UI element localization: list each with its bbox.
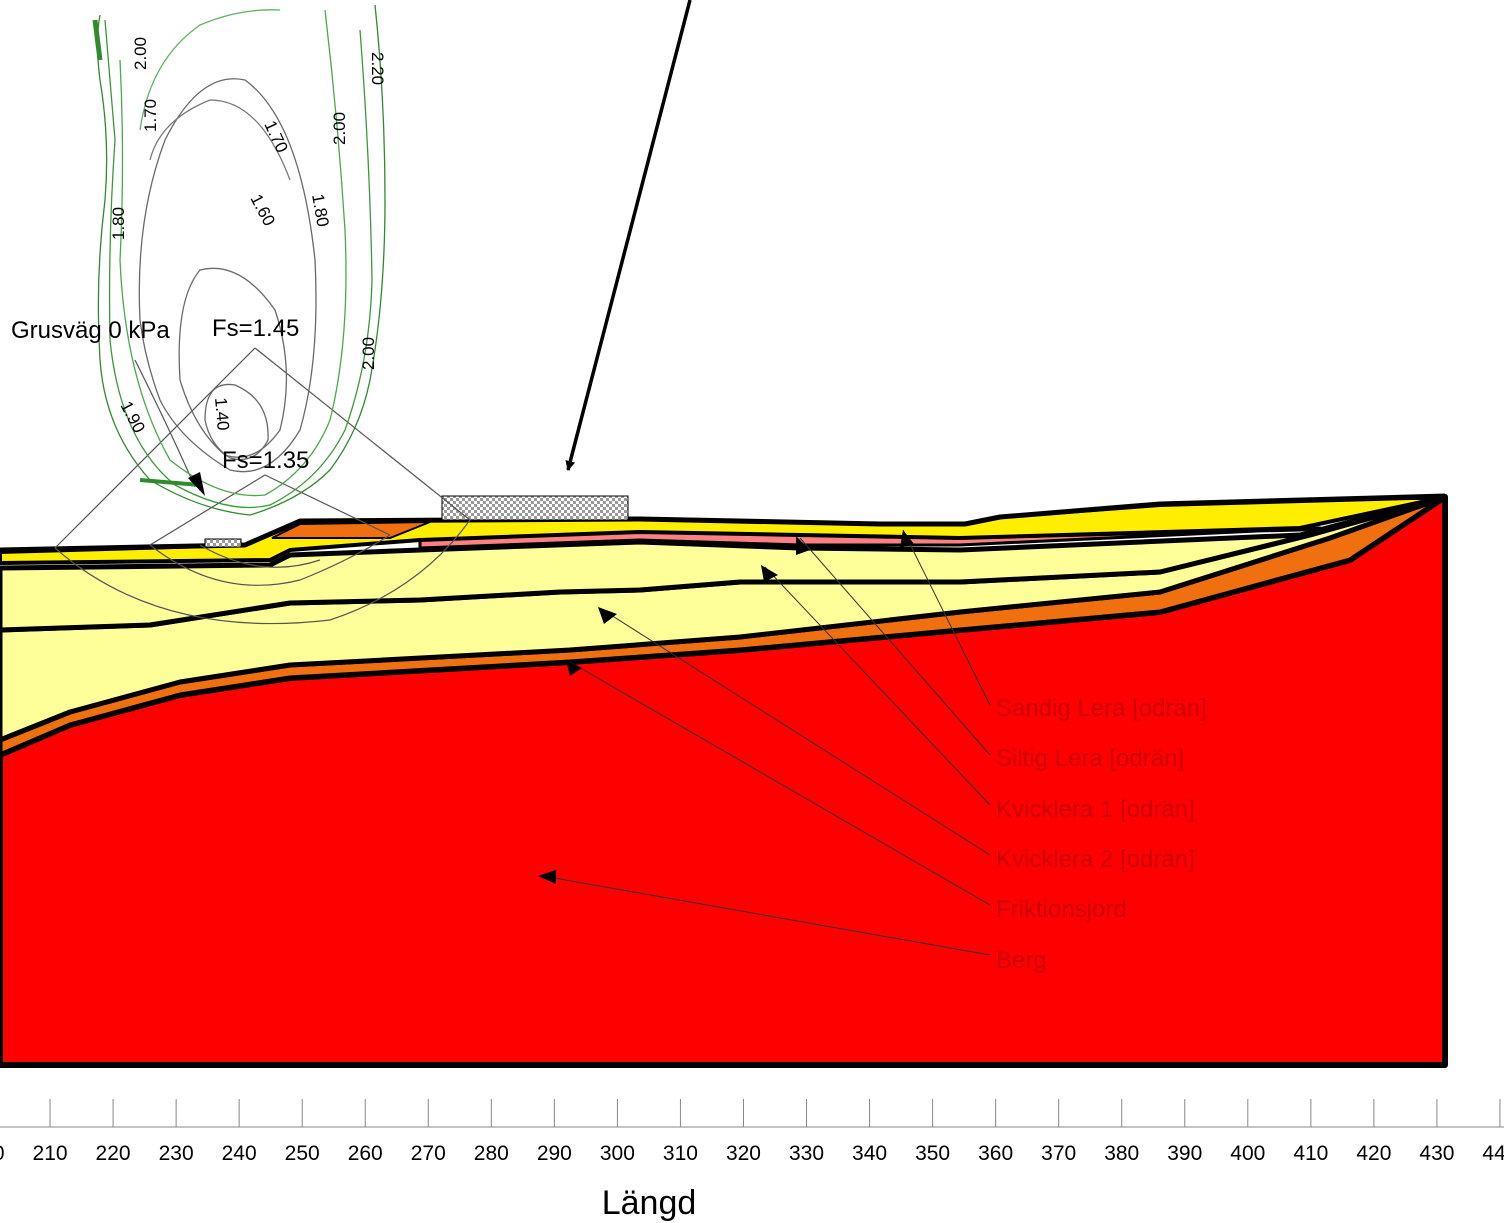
contour-line <box>149 99 291 181</box>
legend-label-kvicklera-1: Kvicklera 1 [odrän] <box>996 796 1195 823</box>
contour-line <box>92 19 103 61</box>
x-axis-tick-label: 330 <box>789 1142 824 1165</box>
x-axis-tick-label: 430 <box>1419 1142 1454 1165</box>
fs-outer-label: Fs=1.45 <box>212 315 299 342</box>
legend-label-sandig-lera: Sandig Lera [odrän] <box>996 695 1207 722</box>
contour-line <box>138 78 317 473</box>
circle-center-marker <box>188 472 205 496</box>
contour-label: 1.90 <box>116 398 148 436</box>
x-axis-tick-label: 250 <box>285 1142 320 1165</box>
x-axis-tick-label: 310 <box>663 1142 698 1165</box>
contour-label: 1.70 <box>141 99 160 132</box>
x-axis-tick-label: 420 <box>1356 1142 1391 1165</box>
legend: Sandig Lera [odrän] Siltig Lera [odrän] … <box>996 695 1207 974</box>
x-axis-tick-label: 230 <box>159 1142 194 1165</box>
legend-arrowheads <box>538 530 914 884</box>
x-axis-title: Längd <box>602 1184 697 1222</box>
fs-contours <box>92 4 386 516</box>
contour-line <box>96 4 386 516</box>
contour-line <box>104 19 373 509</box>
x-axis-tick-label: 290 <box>537 1142 572 1165</box>
contour-label: 1.60 <box>246 191 278 229</box>
contour-label: 1.40 <box>211 397 233 432</box>
legend-label-friktionsjord: Friktionsjord <box>996 896 1127 923</box>
surcharge-pointer-arrow <box>565 0 692 471</box>
fs-inner-label: Fs=1.35 <box>222 447 309 474</box>
surcharge-load <box>441 495 629 521</box>
contour-label: 2.00 <box>330 112 349 145</box>
road-load-label: Grusväg 0 kPa <box>11 317 170 344</box>
x-axis-tick-label: 410 <box>1293 1142 1328 1165</box>
x-axis-tick-label: 270 <box>411 1142 446 1165</box>
contour-label: 1.80 <box>109 207 128 240</box>
x-axis-tick-label: 370 <box>1041 1142 1076 1165</box>
x-axis-tick-label: 240 <box>222 1142 257 1165</box>
contour-line <box>204 383 269 461</box>
slip-surfaces <box>54 347 471 625</box>
x-axis-tick-label: 280 <box>474 1142 509 1165</box>
contour-line <box>139 478 201 487</box>
x-axis-ticks: 200 210 220 230 240 250 260 270 280 290 300 310 320 3… <box>0 1099 1504 1165</box>
legend-label-berg: Berg <box>996 947 1047 974</box>
x-axis-tick-label: 440 <box>1482 1142 1504 1165</box>
contour-label: 2.00 <box>359 337 378 370</box>
x-axis-tick-label: 320 <box>726 1142 761 1165</box>
x-axis-tick-label: 260 <box>348 1142 383 1165</box>
x-axis-tick-label: 300 <box>600 1142 635 1165</box>
x-axis: 200 210 220 230 240 250 260 270 280 290 300 310 320 3… <box>0 1099 1504 1222</box>
x-axis-tick-label: 200 <box>0 1142 5 1165</box>
x-axis-tick-label: 340 <box>852 1142 887 1165</box>
x-axis-tick-label: 390 <box>1167 1142 1202 1165</box>
contour-line <box>119 9 347 497</box>
x-axis-tick-label: 400 <box>1230 1142 1265 1165</box>
contour-label: 1.70 <box>260 118 291 156</box>
x-axis-tick-label: 220 <box>96 1142 131 1165</box>
contour-label: 2.20 <box>368 52 387 85</box>
legend-leaders <box>542 529 991 956</box>
legend-label-kvicklera-2: Kvicklera 2 [odrän] <box>996 846 1195 873</box>
contour-label: 2.00 <box>131 37 150 70</box>
legend-label-siltig-lera: Siltig Lera [odrän] <box>996 745 1184 772</box>
contour-label: 1.80 <box>308 192 332 228</box>
layer-kvicklera-1 <box>0 494 1448 633</box>
x-axis-tick-label: 210 <box>33 1142 68 1165</box>
contour-line <box>139 9 281 131</box>
ground-surface <box>0 493 1446 553</box>
x-axis-tick-label: 360 <box>978 1142 1013 1165</box>
x-axis-tick-label: 380 <box>1104 1142 1139 1165</box>
x-axis-tick-label: 350 <box>915 1142 950 1165</box>
road-load-small <box>204 538 242 548</box>
